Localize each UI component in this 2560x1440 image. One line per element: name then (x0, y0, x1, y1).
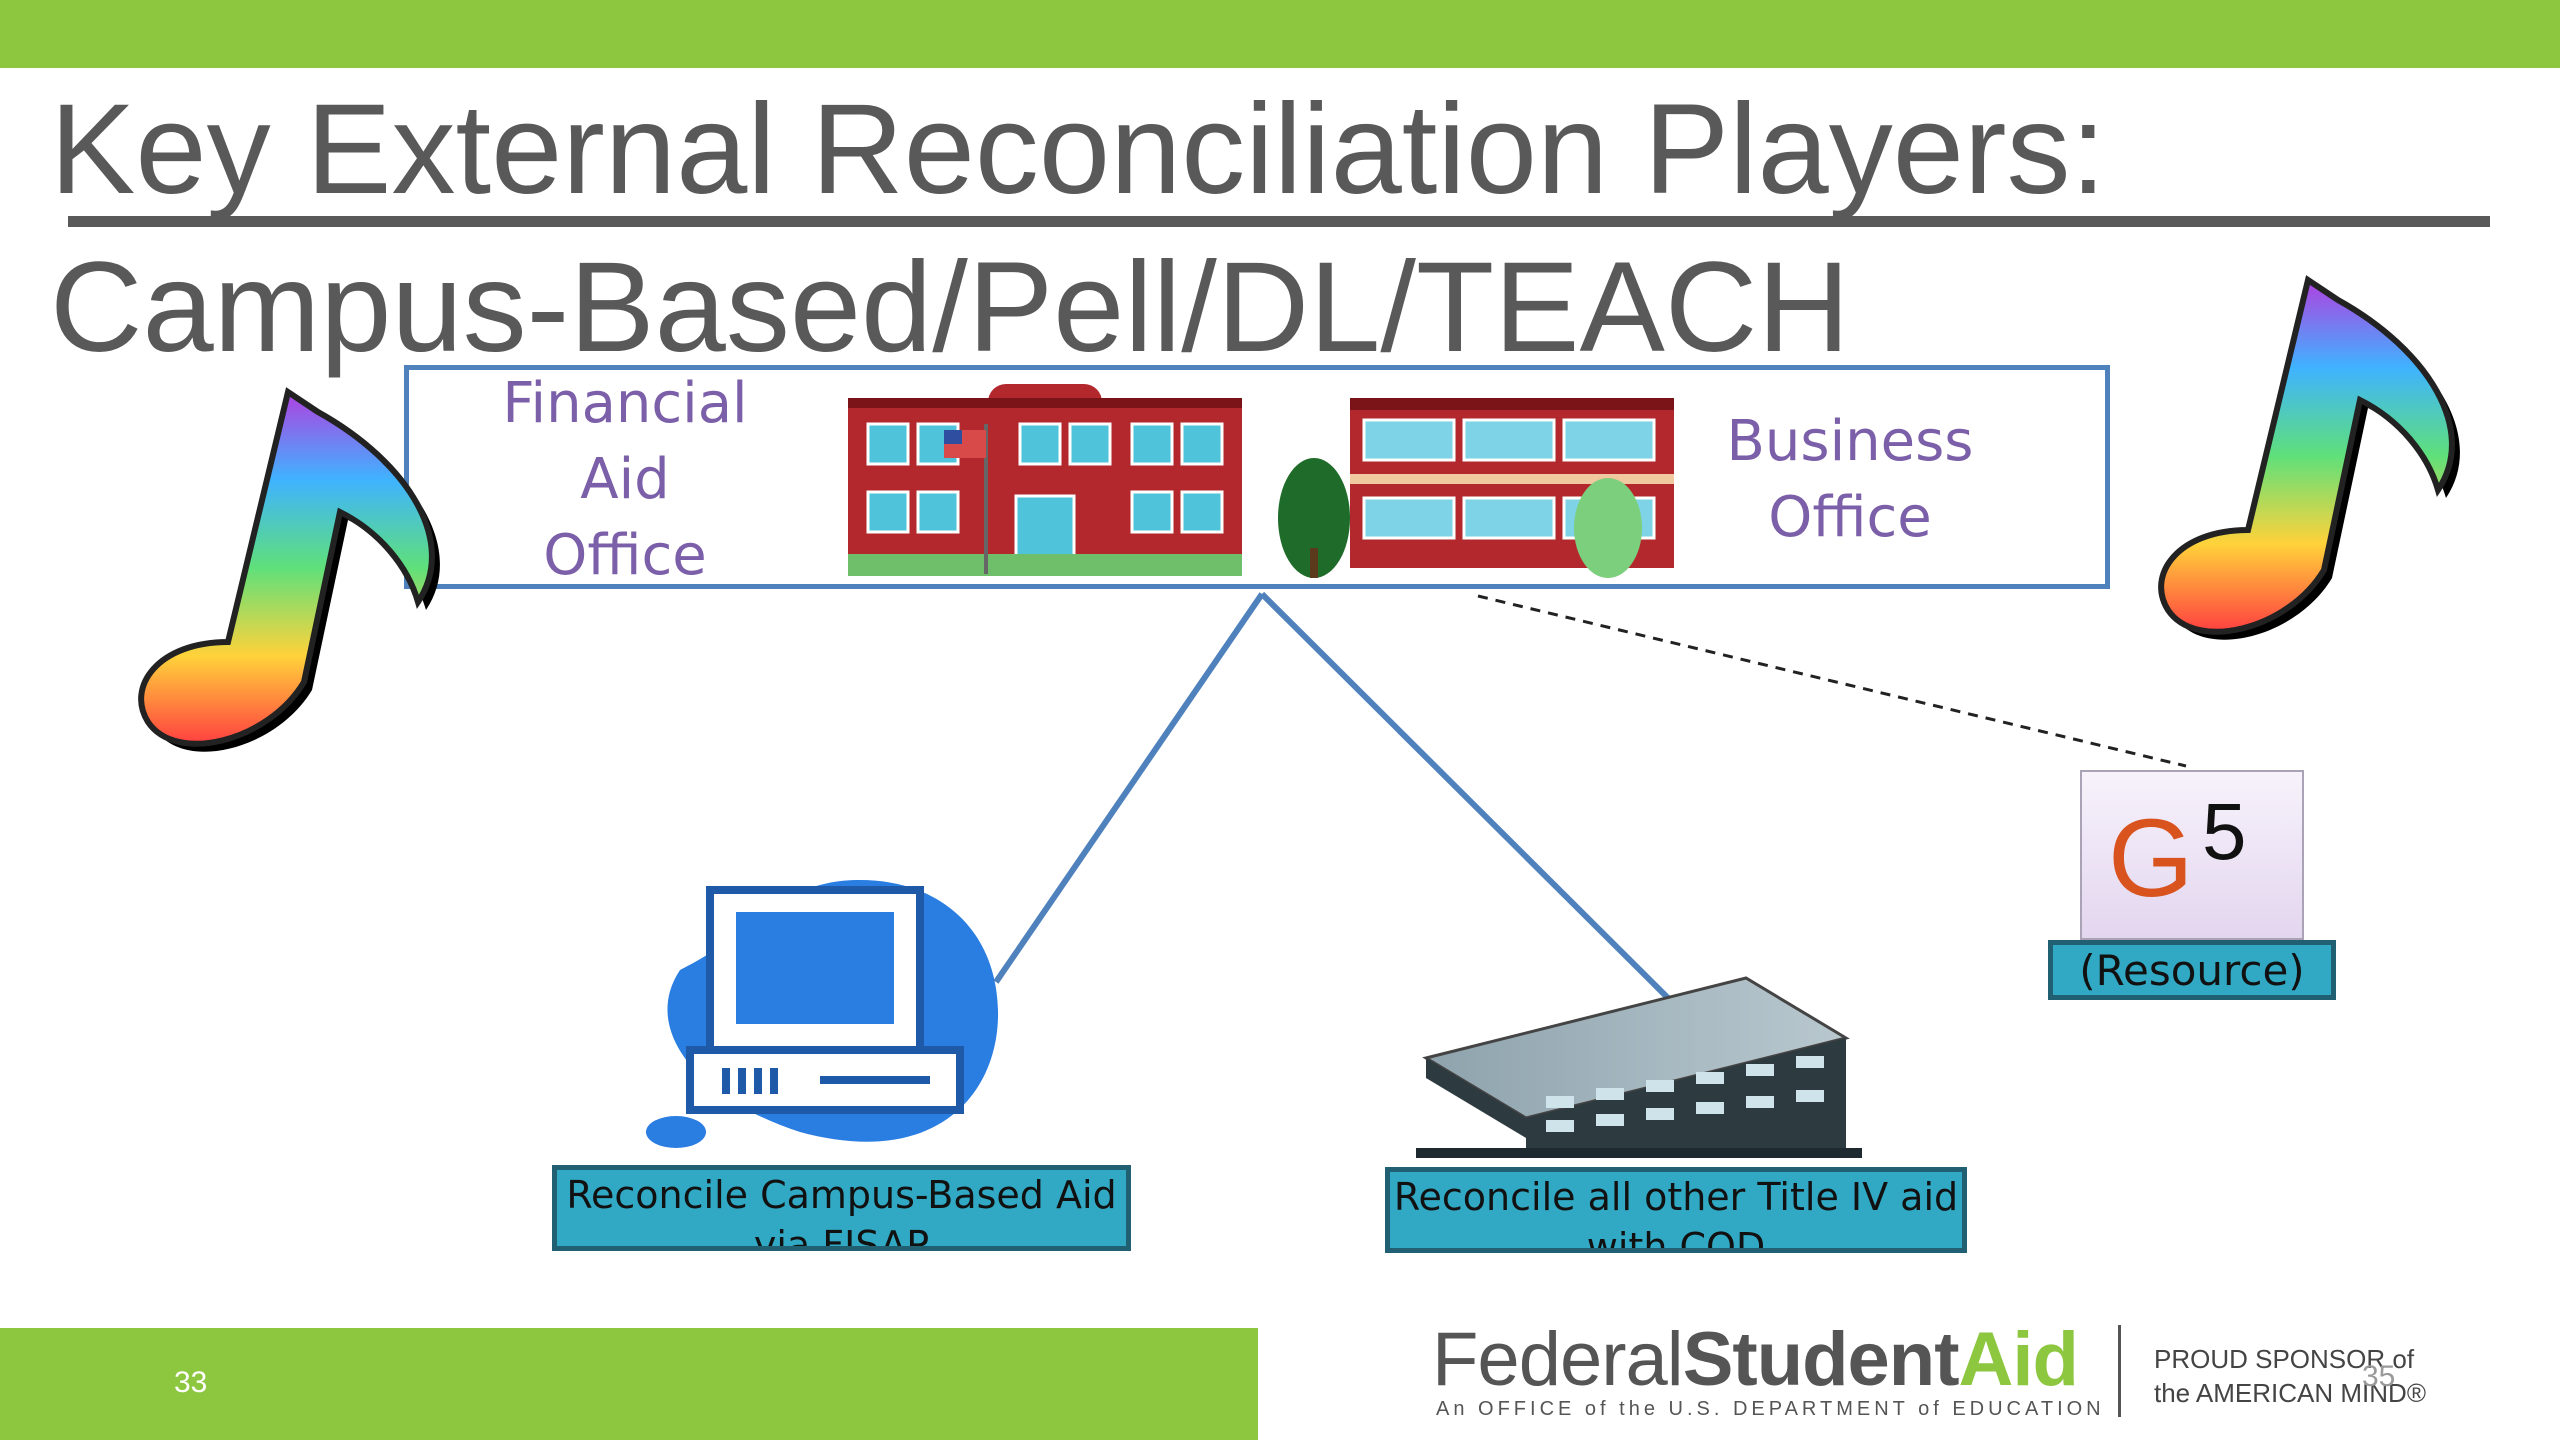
connector-line-resource (1477, 594, 2187, 768)
financial-aid-office-label: Financial Aid Office (470, 366, 780, 594)
logo-aid: Aid (1958, 1317, 2079, 1402)
logo-subtitle: An OFFICE of the U.S. DEPARTMENT of EDUC… (1436, 1398, 2105, 1420)
computer-icon (646, 880, 999, 1148)
top-accent-bar (0, 0, 2560, 68)
business-office-label: Business Office (1700, 404, 2000, 556)
connector-line-cod (1259, 591, 1671, 1001)
cod-box: Reconcile all other Title IV aid with CO… (1385, 1167, 1967, 1253)
bottom-accent-bar (0, 1328, 1258, 1440)
connector-line-fisap (993, 592, 1265, 984)
resource-label: (Resource) (2048, 940, 2336, 1000)
slide-number: 35 (2362, 1360, 2396, 1393)
fisap-box-line: via FISAP (753, 1223, 930, 1251)
office-building-icon (1278, 398, 1674, 578)
music-note-icon (138, 387, 440, 752)
cod-building-icon (1416, 976, 1862, 1158)
g5-number: 5 (2202, 787, 2247, 876)
federal-student-aid-logo: FederalStudentAid (1432, 1316, 2079, 1403)
sponsor-line2: the AMERICAN MIND® (2154, 1378, 2426, 1408)
financial-aid-label-line: Aid (580, 447, 670, 512)
sponsor-line1: PROUD SPONSOR of (2154, 1344, 2415, 1374)
music-note-icon (2158, 275, 2460, 640)
logo-student: Student (1682, 1317, 1960, 1402)
slide-title-line2: Campus-Based/Pell/DL/TEACH (50, 236, 1850, 379)
fisap-box: Reconcile Campus-Based Aid via FISAP (552, 1165, 1131, 1251)
logo-divider (2118, 1325, 2121, 1417)
slide-title-line1: Key External Reconciliation Players: (50, 78, 2107, 221)
financial-aid-label-line: Office (543, 523, 707, 588)
g5-resource-logo: G 5 (2080, 770, 2304, 940)
g5-letter: G (2108, 797, 2194, 920)
offices-box (404, 365, 2110, 589)
business-office-label-line: Office (1768, 485, 1932, 550)
financial-aid-label-line: Financial (502, 371, 748, 436)
business-office-label-line: Business (1726, 409, 1974, 474)
school-building-icon (848, 384, 1242, 576)
logo-federal: Federal (1432, 1317, 1684, 1402)
page-number: 33 (174, 1366, 208, 1399)
fisap-box-line: Reconcile Campus-Based Aid (566, 1173, 1117, 1217)
cod-box-line: Reconcile all other Title IV aid (1393, 1175, 1959, 1219)
sponsor-tagline: PROUD SPONSOR of the AMERICAN MIND® (2154, 1342, 2426, 1410)
title-underline (68, 216, 2490, 227)
cod-box-line: with COD (1586, 1225, 1766, 1253)
